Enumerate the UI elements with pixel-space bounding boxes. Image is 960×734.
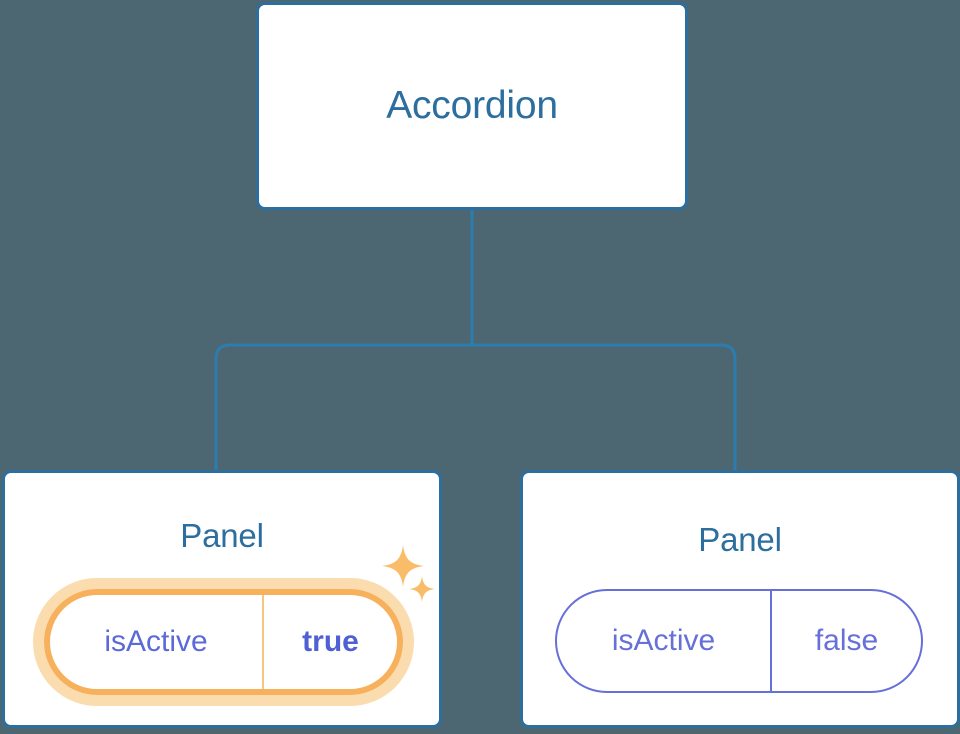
connector-branch-right	[470, 343, 737, 472]
node-panel-left-title: Panel	[180, 517, 264, 554]
prop-pill-inner: isActive true	[44, 589, 403, 695]
prop-value-label: false	[814, 624, 879, 657]
prop-pill-isactive-true[interactable]: isActive true	[33, 578, 414, 706]
prop-key-label: isActive	[50, 595, 264, 689]
prop-value-label: true	[302, 625, 359, 658]
node-accordion-title: Accordion	[386, 84, 558, 127]
node-accordion[interactable]: Accordion	[256, 2, 688, 210]
connector-branch-left	[214, 343, 474, 472]
prop-key-label: isActive	[557, 591, 772, 691]
node-panel-right-title: Panel	[698, 521, 782, 558]
prop-pill-isactive-false[interactable]: isActive false	[555, 589, 923, 693]
